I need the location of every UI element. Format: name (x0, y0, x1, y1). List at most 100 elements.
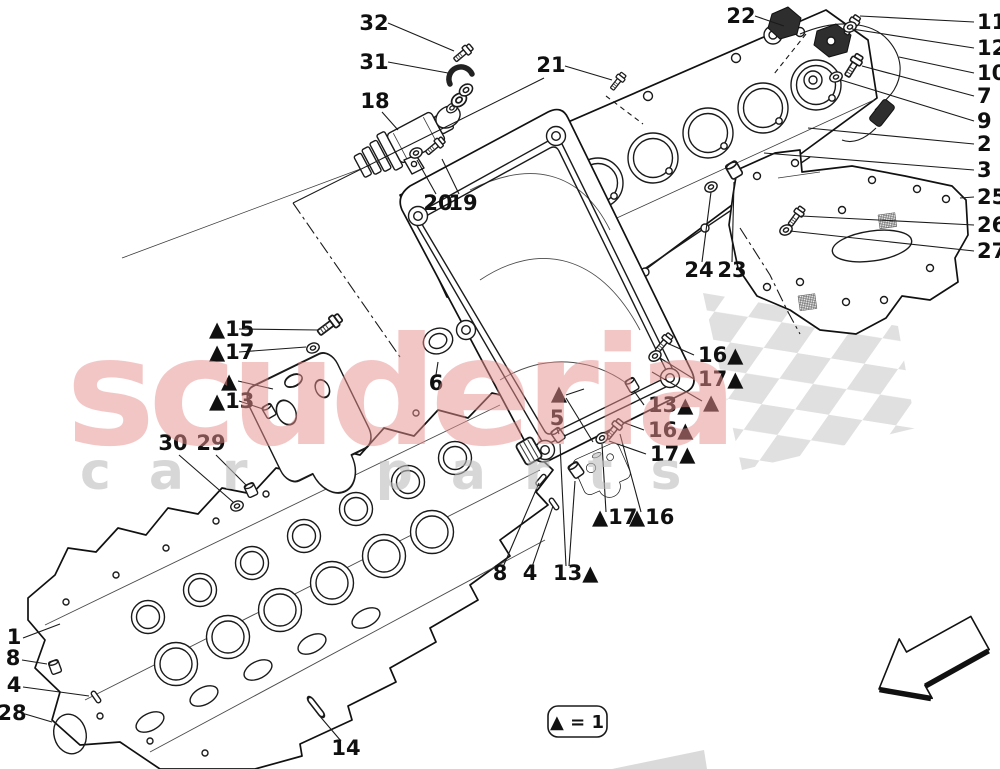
callout-label-tri17-25: ▲17 (592, 505, 637, 529)
legend-box: ▲ = 1 (547, 705, 608, 738)
callout-label-5-34: 5 (550, 406, 565, 430)
leader-line (619, 433, 642, 513)
callout-label-1-39: 1 (7, 625, 22, 649)
leader-line (22, 686, 90, 697)
leader-line (840, 79, 975, 122)
watermark: scuderia car parts (66, 306, 738, 502)
leader-line (381, 111, 399, 131)
callout-label-3-13: 3 (977, 158, 992, 182)
plate-holes (752, 158, 951, 307)
callout-label-12-8: 12 (977, 36, 1000, 60)
callout-label-tri17-28: ▲17 (209, 340, 254, 364)
callout-label-18-2: 18 (360, 89, 389, 113)
stud-21 (607, 70, 628, 93)
callout-label-16tri-23: 16▲ (648, 418, 694, 442)
leader-line (292, 77, 545, 204)
leader-line (807, 127, 975, 145)
leader-line (387, 61, 449, 74)
callout-label-17tri-24: 17▲ (650, 442, 696, 466)
leader-line (292, 202, 401, 358)
leader-line (851, 28, 975, 49)
callout-label-28-42: 28 (0, 701, 27, 725)
harness-plug (869, 99, 895, 127)
leader-line (178, 454, 234, 503)
callout-label-23-18: 23 (717, 258, 746, 282)
bolt-32 (451, 41, 476, 65)
leader-line (21, 659, 48, 665)
callout-label-14-43: 14 (331, 736, 360, 760)
checkered-flag-watermark (612, 293, 916, 769)
variator-solenoid (121, 41, 476, 259)
leader-line (564, 65, 613, 81)
watermark-subtitle: car parts (80, 442, 719, 502)
callout-label-19-4: 19 (448, 191, 477, 215)
leader-line (608, 440, 647, 455)
legend-text: ▲ = 1 (550, 712, 604, 733)
callout-label-17tri-20: 17▲ (698, 367, 744, 391)
leader-line (441, 158, 460, 195)
leader-line (568, 480, 576, 567)
callout-label-9-11: 9 (977, 109, 992, 133)
leader-line (238, 328, 319, 331)
callout-label-13tri-38: 13▲ (553, 561, 599, 585)
cam-bores (153, 509, 455, 687)
leader-line (800, 215, 975, 226)
callout-label-6-33: 6 (429, 371, 444, 395)
leader-line (668, 343, 695, 356)
leader-line (601, 443, 607, 513)
callout-label-4-41: 4 (7, 673, 22, 697)
callout-label-11-7: 11 (977, 10, 1000, 34)
callout-label-25-14: 25 (977, 185, 1000, 209)
leader-line (559, 443, 567, 567)
leader-line (731, 181, 735, 263)
leader-line (24, 713, 53, 723)
callout-label-tri-29: ▲ (221, 369, 238, 393)
cam-sensor-harness (607, 6, 901, 143)
leader-line (898, 56, 975, 74)
o-ring-28 (53, 713, 87, 755)
callout-label-32-0: 32 (359, 11, 388, 35)
leader-line (317, 713, 342, 742)
leader-line (237, 380, 274, 390)
callout-label-29-32: 29 (196, 431, 225, 455)
callout-label-tri13-30: ▲13 (209, 389, 254, 413)
leader-lines (21, 15, 975, 742)
callout-label-tri15-27: ▲15 (209, 317, 254, 341)
leader-line (859, 15, 975, 23)
callout-label-7-10: 7 (977, 84, 992, 108)
leader-line (651, 371, 703, 402)
leader-line (556, 428, 560, 435)
callout-label-30-31: 30 (158, 431, 187, 455)
callout-label-20-3: 20 (423, 191, 452, 215)
leader-line (22, 623, 61, 639)
callout-label-tri-35: ▲ (551, 381, 568, 405)
callout-label-2-12: 2 (977, 132, 992, 156)
callout-label-tri16-26: ▲16 (629, 505, 674, 529)
leader-line (754, 15, 785, 27)
leader-line (565, 397, 594, 443)
seal-6 (422, 327, 454, 355)
callout-label-31-1: 31 (359, 50, 388, 74)
callout-label-4-37: 4 (523, 561, 538, 585)
callout-label-tri-21: ▲ (703, 390, 720, 414)
leader-line (531, 505, 554, 568)
grip-texture-2 (797, 293, 818, 312)
callout-label-8-36: 8 (493, 561, 508, 585)
retaining-clamp-31 (446, 64, 475, 87)
leader-line (215, 454, 248, 487)
leader-line (763, 152, 975, 171)
leader-line (659, 357, 695, 380)
cylinder-head (27, 392, 554, 769)
callout-label-27-16: 27 (977, 239, 1000, 263)
bottom-left-parts (47, 658, 327, 755)
leader-line (959, 196, 975, 199)
leader-line (416, 159, 437, 195)
callout-label-8-40: 8 (6, 646, 21, 670)
gray-wedge (612, 750, 707, 769)
leader-line (624, 422, 645, 431)
callout-label-13tri-22: 13▲ (648, 393, 694, 417)
leader-line (565, 388, 585, 396)
